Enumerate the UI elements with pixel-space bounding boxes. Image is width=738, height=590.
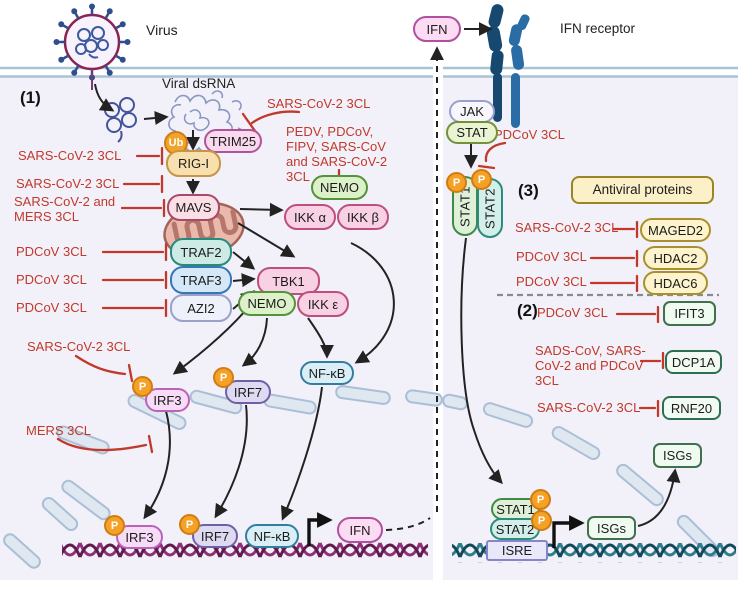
node-nemo-ikk: NEMO — [311, 175, 368, 200]
inhibitor-label-mers-nuclear: MERS 3CL — [26, 423, 92, 438]
phospho-badge-stat2-n: P — [531, 510, 552, 531]
node-rig-i: RIG-I — [166, 150, 221, 177]
inhibitor-label-traf3: PDCoV 3CL — [16, 272, 87, 287]
phospho-badge-stat1-n: P — [530, 489, 551, 510]
node-maged2: MAGED2 — [640, 218, 711, 242]
phospho-badge-irf7-nuc: P — [179, 514, 200, 535]
dna-left — [62, 542, 428, 562]
inhibitor-label-hdac6: PDCoV 3CL — [516, 274, 587, 289]
plasma-membrane — [0, 66, 738, 78]
phospho-badge-stat1-v: P — [446, 172, 467, 193]
inhibitor-label-mavs: SARS-CoV-2 and MERS 3CL — [14, 194, 116, 224]
inhibitor-label-irf3: SARS-CoV-2 3CL — [27, 339, 131, 354]
node-isre: ISRE — [486, 540, 548, 561]
section-3-label: (3) — [518, 181, 539, 200]
inhibitor-label-trim25: SARS-CoV-2 3CL — [267, 96, 371, 111]
node-traf3: TRAF3 — [170, 266, 232, 294]
phospho-badge-irf7-cyto: P — [213, 367, 234, 388]
node-ifit3: IFIT3 — [663, 301, 716, 326]
node-rnf20: RNF20 — [662, 396, 721, 420]
node-mavs: MAVS — [167, 194, 220, 221]
node-ifn-gene: IFN — [337, 517, 383, 543]
inhibitor-label-rig-i-2: SARS-CoV-2 3CL — [16, 176, 120, 191]
node-irf7-cytoplasm: IRF7 — [225, 380, 271, 404]
node-stat: STAT — [446, 121, 498, 144]
inhibitor-label-ifit3: PDCoV 3CL — [537, 305, 608, 320]
node-irf3-cytoplasm: IRF3 — [145, 388, 190, 412]
node-isgs-nucleus: ISGs — [587, 516, 636, 540]
antiviral-proteins-box: Antiviral proteins — [571, 176, 714, 204]
section-1-label: (1) — [20, 88, 41, 107]
node-nfkb-cytoplasm: NF-κB — [300, 361, 354, 385]
ifn-receptor-icon — [486, 4, 530, 128]
phospho-badge-irf3-nuc: P — [104, 515, 125, 536]
inhibitor-label-hdac2: PDCoV 3CL — [516, 249, 587, 264]
phospho-badge-irf3-cyto: P — [132, 376, 153, 397]
inhibitor-label-dcp1a: SADS-CoV, SARS-CoV-2 and PDCoV 3CL — [535, 343, 646, 388]
inhibitor-label-maged2: SARS-CoV-2 3CL — [515, 220, 619, 235]
node-trim25: TRIM25 — [204, 129, 262, 153]
node-jak: JAK — [449, 100, 495, 123]
inhibitor-label-rig-i-1: SARS-CoV-2 3CL — [18, 148, 122, 163]
viral-dsrna-label: Viral dsRNA — [162, 76, 236, 91]
ifn-receptor-label: IFN receptor — [560, 21, 636, 36]
inhibition-lines-layer — [56, 110, 665, 454]
node-tbk1: TBK1 — [257, 267, 320, 295]
inhibitor-label-azi2: PDCoV 3CL — [16, 300, 87, 315]
node-nemo-tbk1: NEMO — [238, 291, 296, 316]
section-2-label: (2) — [517, 301, 538, 320]
inhibitor-label-traf2: PDCoV 3CL — [16, 244, 87, 259]
node-ikk-epsilon: IKK ε — [297, 291, 349, 317]
inhibitor-label-nemo: PEDV, PDCoV, FIPV, SARS-CoV and SARS-CoV… — [286, 124, 388, 184]
nuclear-envelope-left — [3, 385, 443, 569]
node-traf2: TRAF2 — [170, 238, 232, 266]
inhibitor-label-stat: PDCoV 3CL — [494, 127, 565, 142]
node-hdac6: HDAC6 — [643, 271, 708, 295]
virus-label: Virus — [146, 22, 178, 38]
node-irf7-nucleus: IRF7 — [192, 524, 238, 548]
nuclear-envelope-right — [442, 393, 720, 558]
node-dcp1a: DCP1A — [665, 350, 722, 374]
secreted-ifn-dashed-path — [385, 46, 444, 531]
node-ifn-secreted: IFN — [413, 16, 461, 42]
node-hdac2: HDAC2 — [643, 246, 708, 270]
node-ikk-beta: IKK β — [337, 204, 389, 230]
node-azi2: AZI2 — [170, 294, 232, 322]
node-nfkb-nucleus: NF-κB — [245, 524, 299, 548]
node-ikk-alpha: IKK α — [284, 204, 336, 230]
transcription-arrows — [307, 512, 585, 548]
node-isgs-cytoplasm: ISGs — [653, 443, 702, 468]
inhibitor-label-rnf20: SARS-CoV-2 3CL — [537, 400, 641, 415]
phospho-badge-stat2-v: P — [471, 169, 492, 190]
